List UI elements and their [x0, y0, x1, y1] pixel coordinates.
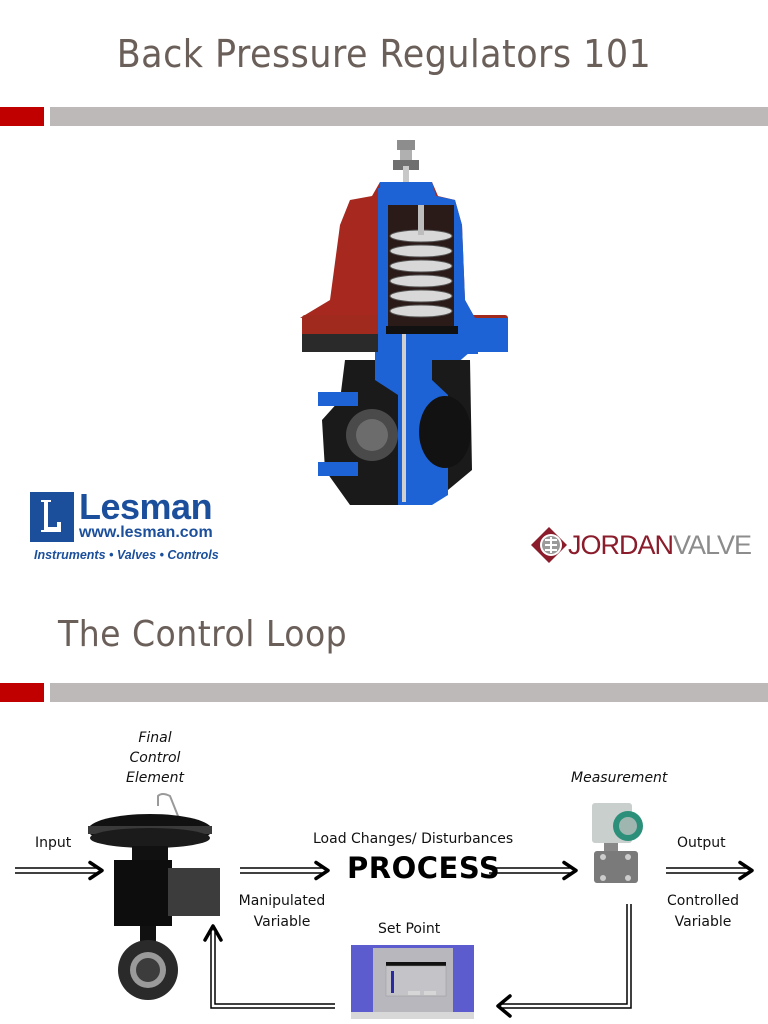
- measurement-label: Measurement: [571, 770, 668, 786]
- process-output-arrow: [489, 860, 578, 881]
- lesman-logo: Lesman www.lesman.com Instruments • Valv…: [30, 486, 230, 564]
- jordan-valve-mark-icon: [531, 527, 567, 563]
- slide-back-pressure-regulators: Back Pressure Regulators 101: [0, 32, 768, 566]
- set-point-label: Set Point: [378, 921, 441, 937]
- transmitter-image: [592, 803, 643, 883]
- setpoint-screen-image: [351, 945, 474, 1019]
- jordan-valve-logo: JORDANVALVE: [530, 524, 752, 566]
- accent-bar-gray: [50, 107, 768, 126]
- feedback-arrow: [500, 904, 632, 1009]
- slide-title: The Control Loop: [58, 614, 348, 655]
- manipulated-variable-label: Manipulated Variable: [238, 893, 326, 930]
- control-valve-image: [88, 793, 220, 1000]
- lesman-name: Lesman: [79, 486, 213, 527]
- accent-bar-red: [0, 683, 44, 702]
- jordan-word: JORDAN: [568, 530, 674, 560]
- input-label: Input: [35, 835, 72, 851]
- output-label: Output: [677, 835, 726, 851]
- lesman-tagline: Instruments • Valves • Controls: [34, 548, 219, 562]
- valve-word: VALVE: [673, 530, 752, 560]
- slide-control-loop: The Control Loop: [0, 590, 768, 1024]
- input-arrow: [15, 860, 104, 881]
- final-control-element-label: Final Control Element: [126, 730, 184, 786]
- lesman-l-mark-icon: [30, 492, 74, 542]
- accent-bar-gray: [50, 683, 768, 702]
- process-label: PROCESS: [347, 851, 501, 885]
- lesman-url: www.lesman.com: [79, 524, 213, 541]
- setpoint-arrow: [210, 932, 335, 1009]
- regulator-cutaway-image: [300, 140, 508, 505]
- slide-title: Back Pressure Regulators 101: [116, 32, 652, 76]
- accent-bar-red: [0, 107, 44, 126]
- controlled-variable-label: Controlled Variable: [667, 893, 739, 930]
- output-arrow: [666, 860, 754, 881]
- manipulated-variable-arrow: [240, 860, 330, 881]
- load-changes-label: Load Changes/ Disturbances: [313, 831, 514, 847]
